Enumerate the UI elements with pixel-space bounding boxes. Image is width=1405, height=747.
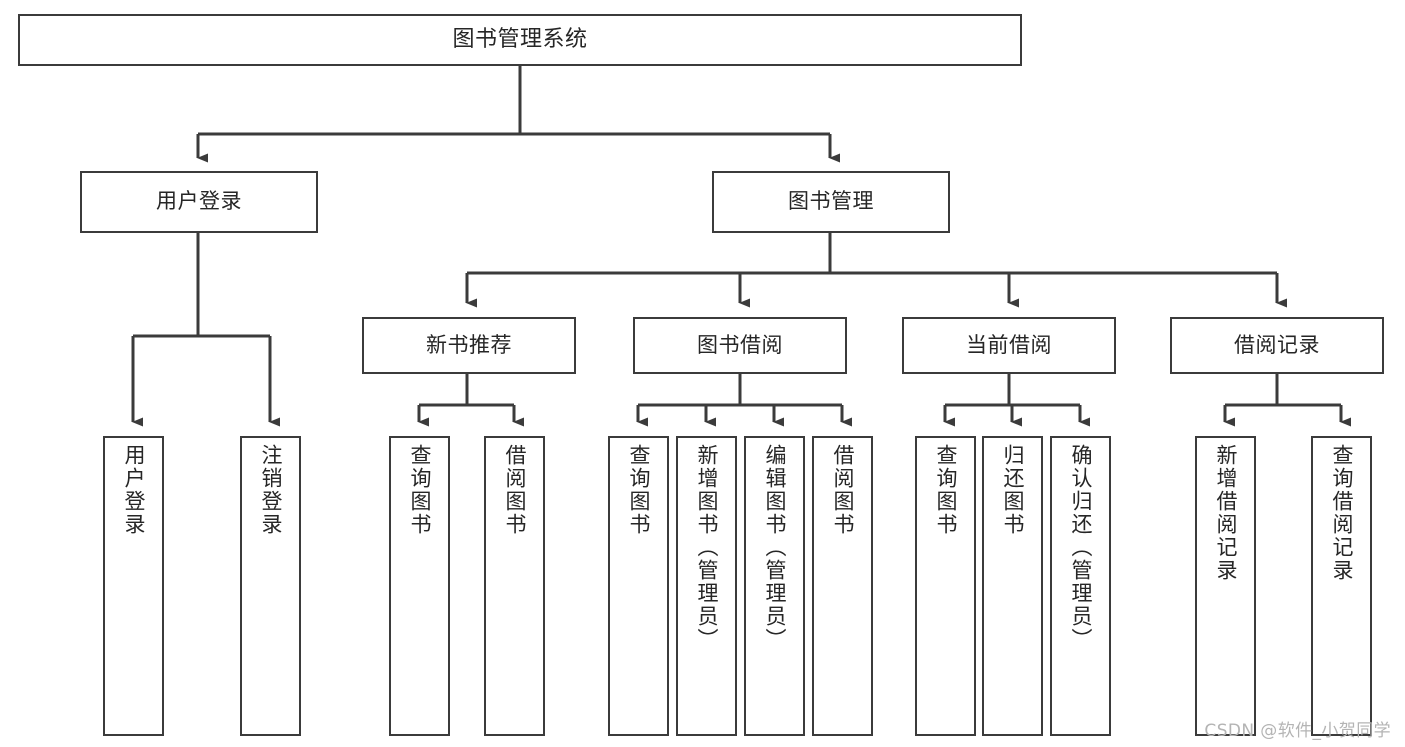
node-label: 用户登录 xyxy=(121,444,146,536)
leaf-add-book-admin[interactable]: 新增图书（管理员） xyxy=(676,436,737,736)
node-label: 查询图书 xyxy=(626,444,651,536)
node-label: 图书借阅 xyxy=(697,332,783,357)
leaf-logout-login[interactable]: 注销登录 xyxy=(240,436,301,736)
leaf-add-borrow-record[interactable]: 新增借阅记录 xyxy=(1195,436,1256,736)
watermark-text: CSDN @软件_小贺同学 xyxy=(1204,721,1391,741)
node-label: 当前借阅 xyxy=(966,332,1052,357)
leaf-return-book[interactable]: 归还图书 xyxy=(982,436,1043,736)
node-label: 借阅图书 xyxy=(502,444,527,536)
leaf-query-book-borrow[interactable]: 查询图书 xyxy=(608,436,669,736)
node-label: 确认归还（管理员） xyxy=(1068,444,1093,651)
node-borrow-record[interactable]: 借阅记录 xyxy=(1170,317,1384,374)
node-book-management-system[interactable]: 图书管理系统 xyxy=(18,14,1022,66)
node-label: 图书管理系统 xyxy=(452,26,588,52)
leaf-query-borrow-record[interactable]: 查询借阅记录 xyxy=(1311,436,1372,736)
node-current-borrow[interactable]: 当前借阅 xyxy=(902,317,1116,374)
node-label: 查询借阅记录 xyxy=(1329,444,1354,582)
node-label: 借阅记录 xyxy=(1234,332,1320,357)
node-label: 归还图书 xyxy=(1000,444,1025,536)
node-book-borrow[interactable]: 图书借阅 xyxy=(633,317,847,374)
leaf-edit-book-admin[interactable]: 编辑图书（管理员） xyxy=(744,436,805,736)
leaf-query-book-recommend[interactable]: 查询图书 xyxy=(389,436,450,736)
leaf-borrow-book-borrow[interactable]: 借阅图书 xyxy=(812,436,873,736)
node-label: 图书管理 xyxy=(788,189,874,214)
node-label: 借阅图书 xyxy=(830,444,855,536)
node-label: 查询图书 xyxy=(933,444,958,536)
node-label: 新增借阅记录 xyxy=(1213,444,1238,582)
node-user-login[interactable]: 用户登录 xyxy=(80,171,318,233)
leaf-user-login[interactable]: 用户登录 xyxy=(103,436,164,736)
node-label: 新书推荐 xyxy=(426,332,512,357)
node-label: 新增图书（管理员） xyxy=(694,444,719,651)
leaf-confirm-return-admin[interactable]: 确认归还（管理员） xyxy=(1050,436,1111,736)
leaf-borrow-book-recommend[interactable]: 借阅图书 xyxy=(484,436,545,736)
node-label: 注销登录 xyxy=(258,444,283,536)
node-label: 用户登录 xyxy=(156,189,242,214)
node-new-book-recommend[interactable]: 新书推荐 xyxy=(362,317,576,374)
leaf-query-book-current[interactable]: 查询图书 xyxy=(915,436,976,736)
node-label: 编辑图书（管理员） xyxy=(762,444,787,651)
node-book-management[interactable]: 图书管理 xyxy=(712,171,950,233)
node-label: 查询图书 xyxy=(407,444,432,536)
